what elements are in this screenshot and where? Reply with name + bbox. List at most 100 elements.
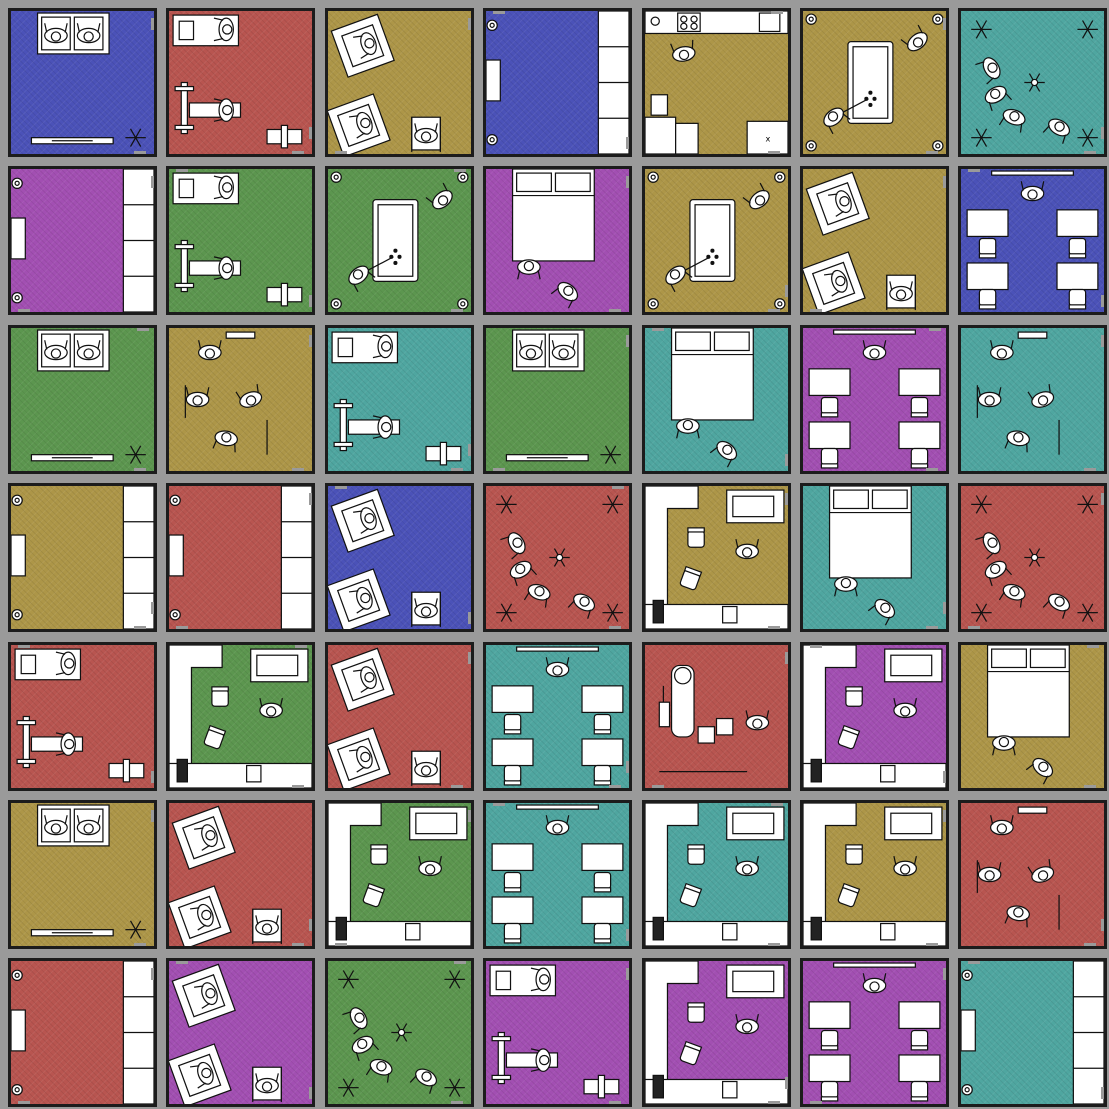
doorway (451, 1101, 463, 1104)
doorway (18, 1101, 30, 1104)
room-gym (166, 8, 315, 157)
doorway (309, 127, 312, 139)
room-reading-chairs (800, 166, 949, 315)
doorway (134, 626, 146, 629)
doorway (626, 929, 629, 941)
doorway (292, 785, 304, 788)
doorway (1101, 335, 1104, 347)
doorway (309, 295, 312, 307)
doorway (451, 468, 463, 471)
room-gym (325, 325, 474, 474)
room-sofa-tv-lounge (8, 8, 157, 157)
doorway (926, 151, 938, 154)
room-sofa-tv-lounge (8, 325, 157, 474)
furniture-medical (658, 664, 770, 773)
furniture-wardrobe-right (11, 486, 154, 629)
furniture-billiard (805, 13, 944, 152)
room-office-corner (800, 800, 949, 949)
doorway (1101, 493, 1104, 505)
furniture-wardrobe-right (11, 169, 154, 312)
furniture-sofa-tv-lounge (30, 804, 146, 939)
doorway (468, 810, 471, 822)
doorway (1101, 295, 1104, 307)
room-medical (642, 642, 791, 791)
doorway (785, 493, 788, 505)
furniture-bedroom (511, 169, 595, 309)
furniture-reading-chairs (169, 805, 282, 946)
room-bedroom (483, 166, 632, 315)
room-people-walking (958, 325, 1107, 474)
doorway (943, 176, 946, 188)
furniture-people-walking (976, 806, 1060, 930)
furniture-reading-chairs (328, 647, 441, 788)
room-people-walking (166, 325, 315, 474)
doorway (626, 761, 629, 773)
doorway (292, 151, 304, 154)
doorway (652, 328, 664, 331)
doorway (768, 151, 780, 154)
doorway (454, 961, 466, 964)
doorway (151, 176, 154, 188)
furniture-kitchen: x (645, 11, 788, 154)
doorway (929, 328, 941, 331)
doorway (626, 137, 629, 149)
doorway (785, 454, 788, 466)
room-people-walking (958, 800, 1107, 949)
room-gym (8, 642, 157, 791)
room-office-corner (642, 483, 791, 632)
doorway (926, 468, 938, 471)
doorway (468, 18, 471, 30)
furniture-people-walking (976, 331, 1060, 455)
doorway (785, 285, 788, 297)
doorway (609, 626, 621, 629)
doorway (335, 943, 347, 946)
doorway (309, 493, 312, 505)
furniture-cafe-tables (971, 20, 1098, 147)
furniture-office-corner (803, 803, 946, 946)
room-wardrobe-right (958, 958, 1107, 1107)
doorway (18, 309, 30, 312)
doorway (968, 961, 980, 964)
room-cafe-tables (483, 483, 632, 632)
furniture-gym (331, 331, 462, 466)
furniture-wardrobe-right (11, 961, 154, 1104)
room-wardrobe-right (166, 483, 315, 632)
doorway (309, 1087, 312, 1099)
doorway (1101, 1087, 1104, 1099)
doorway (309, 919, 312, 931)
room-gym (166, 166, 315, 315)
doorway (451, 309, 463, 312)
doorway (468, 612, 471, 624)
doorway (151, 602, 154, 614)
furniture-wardrobe-right (961, 961, 1104, 1104)
doorway (810, 1101, 822, 1104)
doorway (1101, 919, 1104, 931)
doorway (943, 18, 946, 30)
doorway (768, 1101, 780, 1104)
room-bedroom (642, 325, 791, 474)
furniture-wardrobe-right (486, 11, 629, 154)
doorway (771, 803, 783, 806)
doorway (151, 771, 154, 783)
doorway (1084, 943, 1096, 946)
furniture-reading-chairs (803, 171, 916, 312)
doorway (785, 652, 788, 664)
room-wardrobe-right (8, 166, 157, 315)
furniture-bedroom (828, 486, 912, 626)
doorway (1087, 645, 1099, 648)
room-classroom-desks (800, 325, 949, 474)
doorway (943, 602, 946, 614)
room-reading-chairs (166, 958, 315, 1107)
doorway (968, 626, 980, 629)
doorway (468, 652, 471, 664)
doorway (176, 961, 188, 964)
doorway (176, 626, 188, 629)
room-cafe-tables (958, 483, 1107, 632)
room-reading-chairs (166, 800, 315, 949)
doorway (768, 626, 780, 629)
doorway (292, 468, 304, 471)
doorway (295, 645, 307, 648)
furniture-cafe-tables (971, 495, 1098, 622)
room-classroom-desks (800, 958, 949, 1107)
room-office-corner (325, 800, 474, 949)
